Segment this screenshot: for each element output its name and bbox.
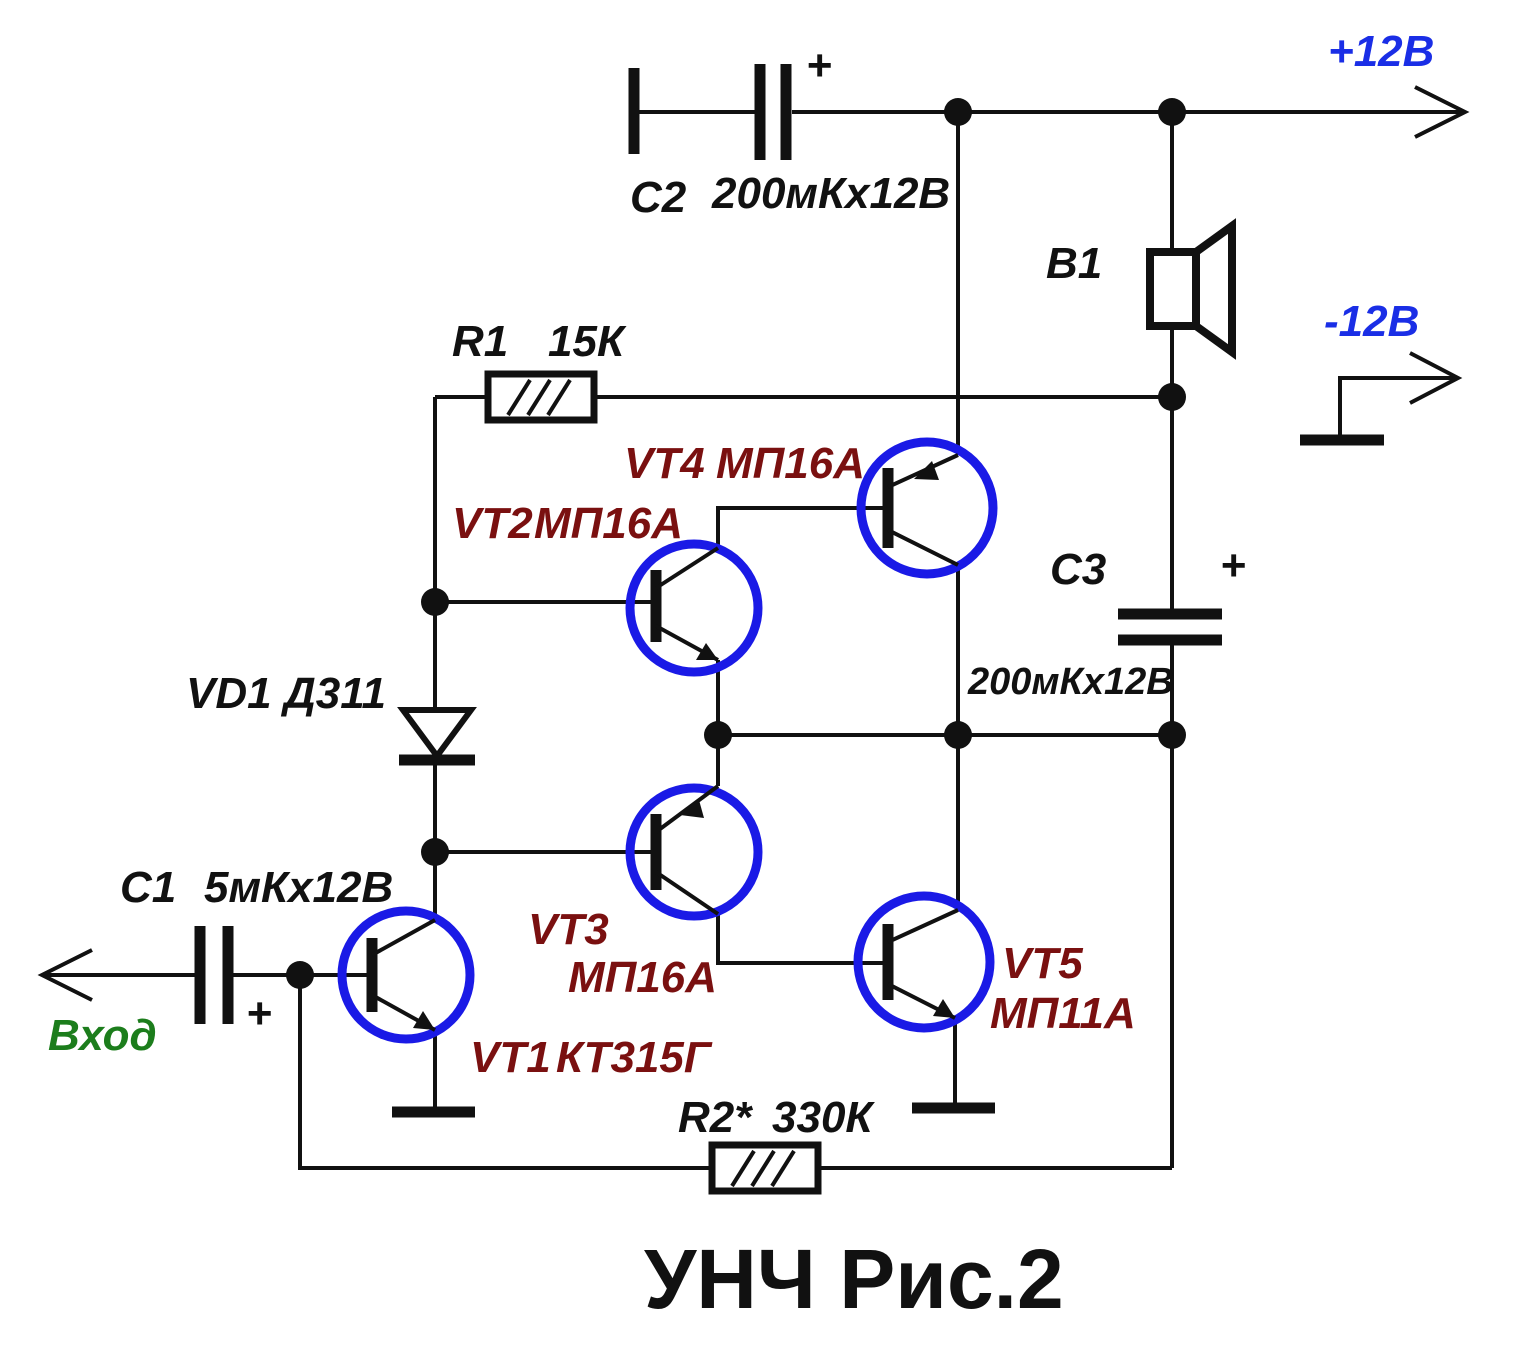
supply-plus-arrow [1414,85,1470,139]
label-c2: С2 [630,173,687,222]
label-c1-plus: + [246,989,272,1038]
label-c1: С1 [120,863,176,912]
resistor-r2 [708,1141,822,1195]
capacitor-c1 [194,926,234,1024]
label-vt1: VT1 [470,1033,551,1082]
label-supply-plus: +12В [1328,27,1434,76]
supply-minus-arrow [1409,351,1463,405]
label-vt3: VT3 [528,905,609,954]
transistor-vt3 [625,783,763,921]
wire-vt2-vt4 [716,506,888,548]
label-b1: В1 [1046,239,1102,288]
label-c3-plus: + [1220,541,1246,590]
label-c2-plus: + [806,41,832,90]
label-c3: С3 [1050,545,1106,594]
resistor-r1 [484,370,598,424]
junction-midpoint [944,721,972,749]
junction-vt2-base [421,588,449,616]
label-vd1: VD1 [186,669,272,718]
junction-vt1-base [286,961,314,989]
capacitor-c2 [628,64,792,160]
wire-r2-left [298,975,712,1170]
junction-top-vt4 [944,98,972,126]
label-r2-value: 330К [772,1093,875,1142]
junction-c3 [1158,721,1186,749]
wire-minus-supply [1338,376,1458,436]
label-r1-value: 15К [548,317,627,366]
junction-emitters [704,721,732,749]
input-arrow [37,948,93,1002]
diagram-title: УНЧ Рис.2 [644,1232,1064,1326]
transistor-vt5 [853,891,995,1033]
capacitor-c3 [1118,608,1222,646]
junction-dots [286,98,1186,989]
label-c2-value: 200мКх12В [711,169,950,218]
label-c3-value: 200мКх12В [967,661,1174,703]
diode-vd1 [397,707,477,766]
transistor-vt1 [337,906,475,1044]
transistor-vt2 [625,539,763,677]
label-r2: R2* [678,1093,753,1142]
label-vt4: VT4 [624,439,705,488]
junction-top-speaker [1158,98,1186,126]
label-vt2: VT2 [452,499,533,548]
label-c1-value: 5мКх12В [204,863,393,912]
junction-vt3-base [421,838,449,866]
labels: +12В -12В + С2 200мКх12В В1 R1 15К VT4 М… [48,27,1434,1326]
speaker-b1 [1146,218,1236,360]
junction-r1-speaker [1158,383,1186,411]
label-vt3-type: МП16А [568,953,717,1002]
label-vt5-type: МП11А [990,989,1136,1038]
label-supply-minus: -12В [1324,297,1419,346]
label-vd1-type: Д311 [280,669,386,718]
wire-vt3-vt5 [716,914,888,965]
label-vt4-type: МП16А [716,439,865,488]
label-r1: R1 [452,317,508,366]
label-vt2-type: МП16А [534,499,683,548]
label-vt1-type: КТ315Г [556,1033,713,1082]
transistor-vt4 [856,437,998,579]
label-vt5: VT5 [1002,939,1083,988]
label-input: Вход [48,1011,157,1060]
